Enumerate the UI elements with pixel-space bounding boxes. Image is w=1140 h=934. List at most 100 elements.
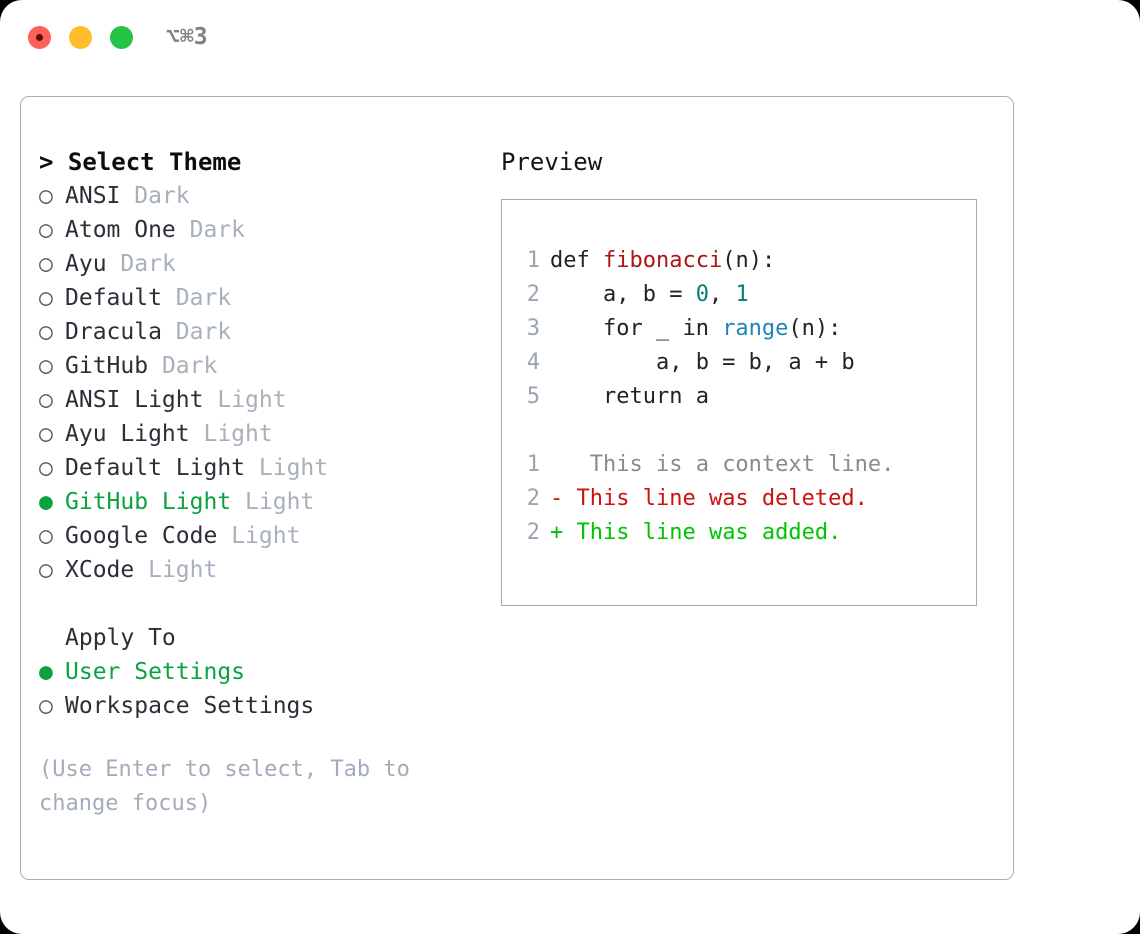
line-number: 3 — [526, 316, 540, 341]
window-controls — [28, 26, 133, 49]
theme-option-ayu-light[interactable]: ○ Ayu Light Light — [39, 417, 489, 451]
code-token-plain: a, b = b, a + b — [550, 350, 855, 375]
code-line: 2 a, b = 0, 1 — [514, 278, 976, 312]
theme-option-label: XCode — [65, 557, 135, 583]
theme-option-google-code[interactable]: ○ Google Code Light — [39, 519, 489, 553]
code-token-plain: def — [550, 248, 603, 273]
line-number: 2 — [526, 520, 540, 545]
code-token-call: range — [722, 316, 789, 341]
radio-unselected-icon: ○ — [39, 217, 53, 243]
code-token-plain: a, b = — [550, 282, 696, 307]
diff-line-added: 2+ This line was added. — [514, 516, 976, 550]
diff-text: This line was deleted. — [563, 486, 868, 511]
theme-option-github[interactable]: ○GitHub Dark — [39, 349, 489, 383]
select-theme-header: > Select Theme — [39, 148, 242, 176]
list-spacer — [39, 587, 489, 621]
keyboard-shortcut-label: ⌥⌘3 — [166, 24, 208, 50]
maximize-window-icon[interactable] — [110, 26, 133, 49]
theme-option-tag: Light — [203, 421, 273, 447]
diff-sign: - — [550, 486, 564, 511]
radio-unselected-icon: ○ — [39, 251, 53, 277]
diff-line-deleted: 2- This line was deleted. — [514, 482, 976, 516]
line-number: 4 — [526, 350, 540, 375]
code-token-plain: for _ in — [550, 316, 723, 341]
diff-sign — [550, 452, 563, 477]
code-token-num: 0 — [695, 282, 709, 307]
apply-to-option-label: Workspace Settings — [65, 693, 315, 719]
minimize-window-icon[interactable] — [69, 26, 92, 49]
code-token-fn: fibonacci — [602, 248, 723, 273]
radio-selected-icon: ● — [39, 659, 53, 685]
theme-option-dracula[interactable]: ○Dracula Dark — [39, 315, 489, 349]
diff-sample: 1 This is a context line.2- This line wa… — [514, 448, 976, 550]
code-token-plain: return a — [550, 384, 709, 409]
code-token-num: 1 — [735, 282, 749, 307]
apply-to-list[interactable]: ● User Settings ○ Workspace Settings — [39, 655, 489, 723]
theme-option-tag: Dark — [189, 217, 246, 243]
theme-option-tag: Dark — [134, 183, 190, 209]
theme-option-ansi[interactable]: ○ ANSI Dark — [39, 179, 489, 213]
radio-unselected-icon: ○ — [39, 455, 53, 481]
theme-option-xcode[interactable]: ○ XCode Light — [39, 553, 489, 587]
theme-option-label: Atom One — [65, 217, 176, 243]
line-number: 2 — [526, 486, 540, 511]
theme-option-default[interactable]: ○Default Dark — [39, 281, 489, 315]
theme-option-ansi-light[interactable]: ○ ANSI Light Light — [39, 383, 489, 417]
theme-option-tag: Dark — [120, 251, 176, 277]
preview-title: Preview — [501, 148, 603, 176]
theme-option-tag: Light — [217, 387, 287, 413]
theme-option-ayu[interactable]: ○ Ayu Dark — [39, 247, 489, 281]
diff-text: This is a context line. — [563, 452, 895, 477]
radio-unselected-icon: ○ — [39, 387, 53, 413]
theme-option-label: Default Light — [65, 455, 246, 481]
radio-unselected-icon: ○ — [39, 183, 53, 209]
apply-to-option-workspace-settings[interactable]: ○ Workspace Settings — [39, 689, 489, 723]
apply-to-option-label: User Settings — [65, 659, 246, 685]
radio-unselected-icon: ○ — [39, 285, 53, 311]
apply-to-option-user-settings[interactable]: ● User Settings — [39, 655, 489, 689]
theme-option-label: GitHub Light — [65, 489, 232, 515]
radio-unselected-icon: ○ — [39, 693, 53, 719]
theme-option-label: Default — [65, 285, 162, 311]
code-line: 3 for _ in range(n): — [514, 312, 976, 346]
diff-line-context: 1 This is a context line. — [514, 448, 976, 482]
theme-list[interactable]: ○ ANSI Dark ○ Atom One Dark ○ Ayu Dark ○ Defaul… — [39, 179, 489, 587]
theme-option-label: Ayu — [65, 251, 107, 277]
theme-option-tag: Dark — [175, 319, 232, 345]
diff-sign: + — [550, 520, 564, 545]
theme-option-default-light[interactable]: ○Default Light Light — [39, 451, 489, 485]
theme-option-tag: Light — [245, 489, 315, 515]
line-number: 1 — [526, 248, 540, 273]
title-bar: ⌥⌘3 — [0, 0, 1140, 78]
close-window-icon[interactable] — [28, 26, 51, 49]
apply-to-title: Apply To — [65, 625, 176, 651]
theme-option-github-light[interactable]: ● GitHub Light Light — [39, 485, 489, 519]
theme-option-tag: Light — [148, 557, 218, 583]
main-panel: > Select Theme ○ANSI Dark○Atom One Dark○… — [20, 96, 1014, 880]
radio-unselected-icon: ○ — [39, 353, 53, 379]
theme-option-tag: Light — [231, 523, 301, 549]
line-number: 1 — [526, 452, 540, 477]
radio-unselected-icon: ○ — [39, 523, 53, 549]
code-line: 4 a, b = b, a + b — [514, 346, 976, 380]
keyboard-hint-text: (Use Enter to select, Tab to change focu… — [39, 757, 410, 816]
radio-unselected-icon: ○ — [39, 421, 53, 447]
theme-option-label: ANSI Light — [65, 387, 204, 413]
theme-option-tag: Dark — [161, 353, 218, 379]
theme-option-atom-one[interactable]: ○ Atom One Dark — [39, 213, 489, 247]
radio-selected-icon: ● — [39, 489, 53, 515]
code-token-plain: , — [708, 282, 736, 307]
theme-option-label: Dracula — [65, 319, 162, 345]
code-line: 5 return a — [514, 380, 976, 414]
line-number: 5 — [526, 384, 540, 409]
code-diff-separator — [514, 414, 976, 448]
theme-option-label: Ayu Light — [65, 421, 190, 447]
theme-option-label: Google Code — [65, 523, 218, 549]
radio-unselected-icon: ○ — [39, 557, 53, 583]
theme-option-label: ANSI — [65, 183, 121, 209]
